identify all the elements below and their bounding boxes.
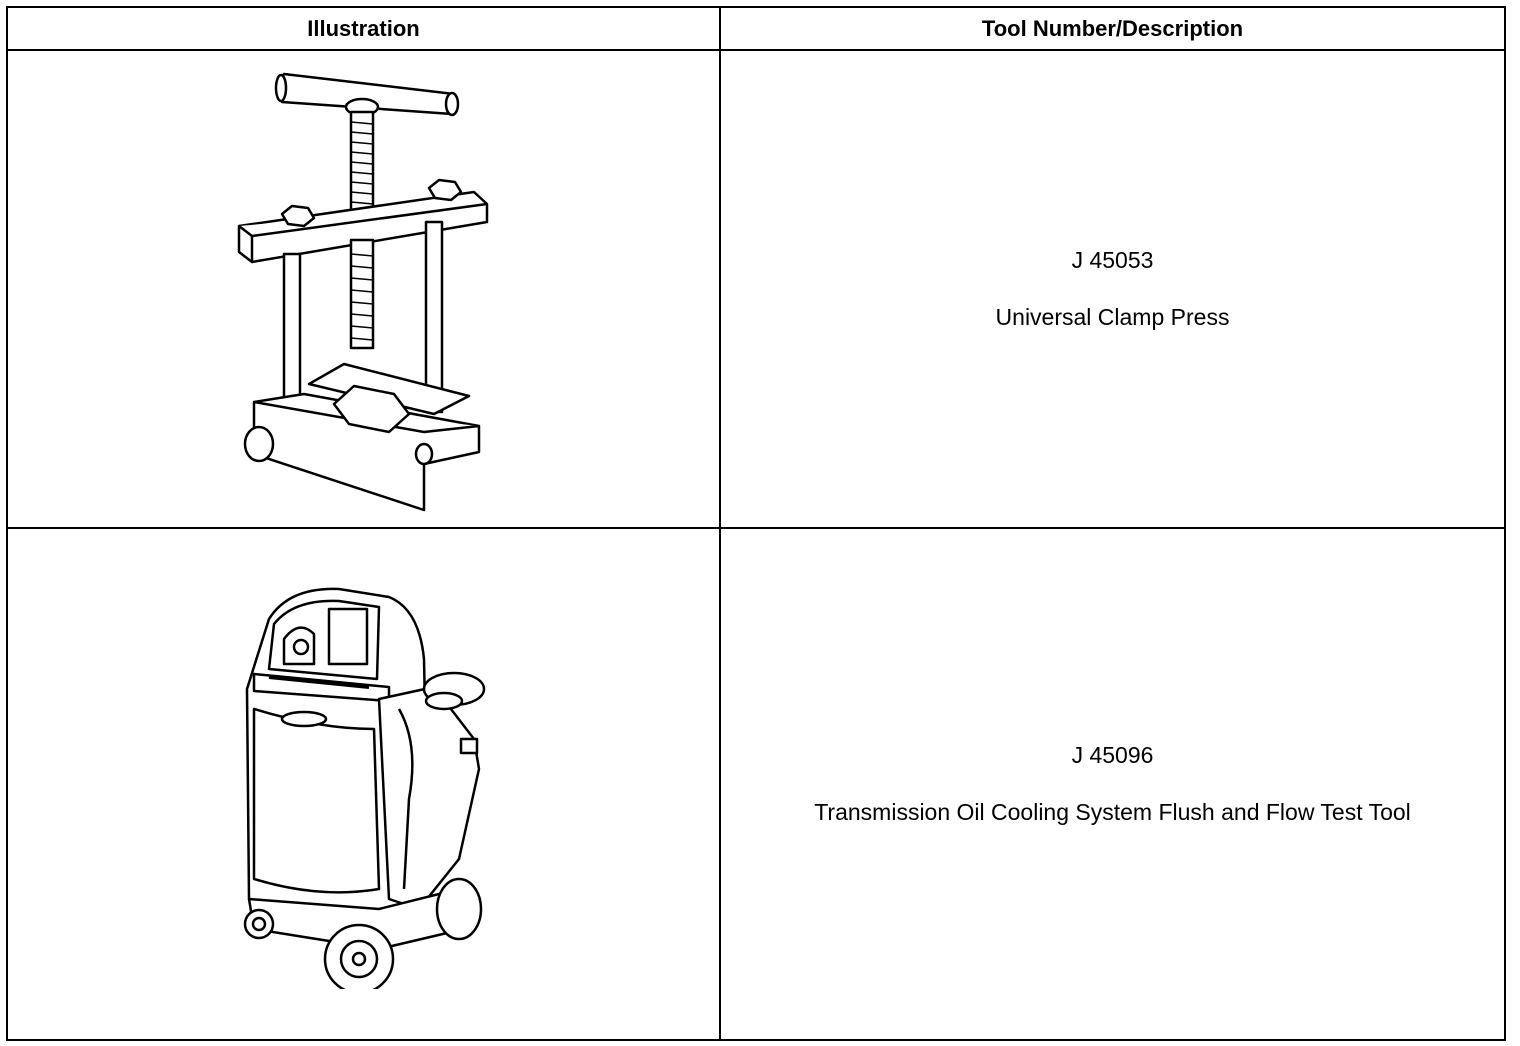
description-cell: J 45096 Transmission Oil Cooling System … — [719, 527, 1506, 1041]
tool-number: J 45096 — [1071, 742, 1154, 768]
table-row: J 45096 Transmission Oil Cooling System … — [6, 527, 1506, 1041]
header-illustration: Illustration — [6, 6, 721, 51]
tool-table: Illustration Tool Number/Description — [6, 6, 1506, 1041]
illustration-cell — [6, 527, 721, 1041]
table-header-row: Illustration Tool Number/Description — [6, 6, 1506, 51]
table-row: J 45053 Universal Clamp Press — [6, 49, 1506, 529]
header-tool-description: Tool Number/Description — [719, 6, 1506, 51]
tool-name: Universal Clamp Press — [995, 304, 1230, 330]
illustration-cell — [6, 49, 721, 529]
flush-tool-illustration — [243, 587, 485, 989]
description-cell: J 45053 Universal Clamp Press — [719, 49, 1506, 529]
tool-name: Transmission Oil Cooling System Flush an… — [814, 799, 1411, 825]
clamp-press-illustration — [237, 72, 488, 512]
tool-number: J 45053 — [1071, 247, 1154, 273]
